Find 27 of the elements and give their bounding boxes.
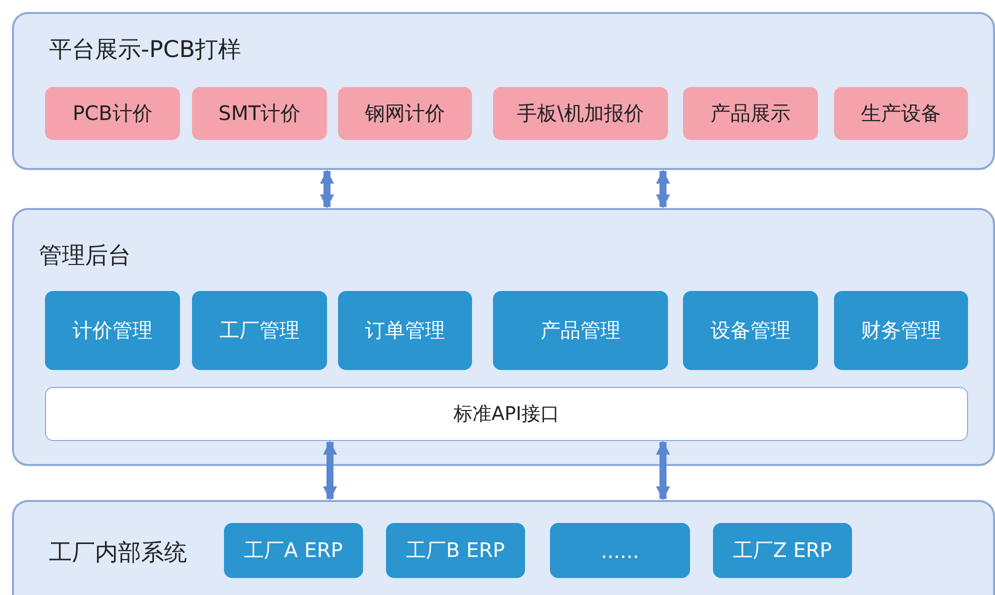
module-box: 手板\机加报价 [493, 87, 668, 140]
panel [12, 500, 995, 595]
panel [12, 208, 995, 466]
module-box: 产品管理 [493, 291, 668, 370]
panel-title: 平台展示-PCB打样 [49, 36, 242, 65]
panel-title: 工厂内部系统 [49, 539, 187, 568]
module-box: 工厂管理 [192, 291, 327, 370]
module-box: 订单管理 [338, 291, 472, 370]
module-box: 钢网计价 [338, 87, 472, 140]
module-box: 生产设备 [834, 87, 968, 140]
module-box: SMT计价 [192, 87, 327, 140]
module-box: 计价管理 [45, 291, 180, 370]
module-box: 产品展示 [683, 87, 818, 140]
double-arrow [656, 440, 670, 500]
double-arrow [320, 170, 334, 208]
module-box: 工厂A ERP [224, 523, 363, 578]
module-box: PCB计价 [45, 87, 180, 140]
module-box: 设备管理 [683, 291, 818, 370]
panel [12, 12, 995, 170]
module-box: 工厂Z ERP [713, 523, 852, 578]
double-arrow [656, 170, 670, 208]
interface-bar: 标准API接口 [45, 387, 968, 441]
panel-title: 管理后台 [39, 242, 131, 271]
double-arrow [323, 440, 337, 500]
module-box: 财务管理 [834, 291, 968, 370]
module-box: 工厂B ERP [386, 523, 525, 578]
module-box: ...... [550, 523, 690, 578]
